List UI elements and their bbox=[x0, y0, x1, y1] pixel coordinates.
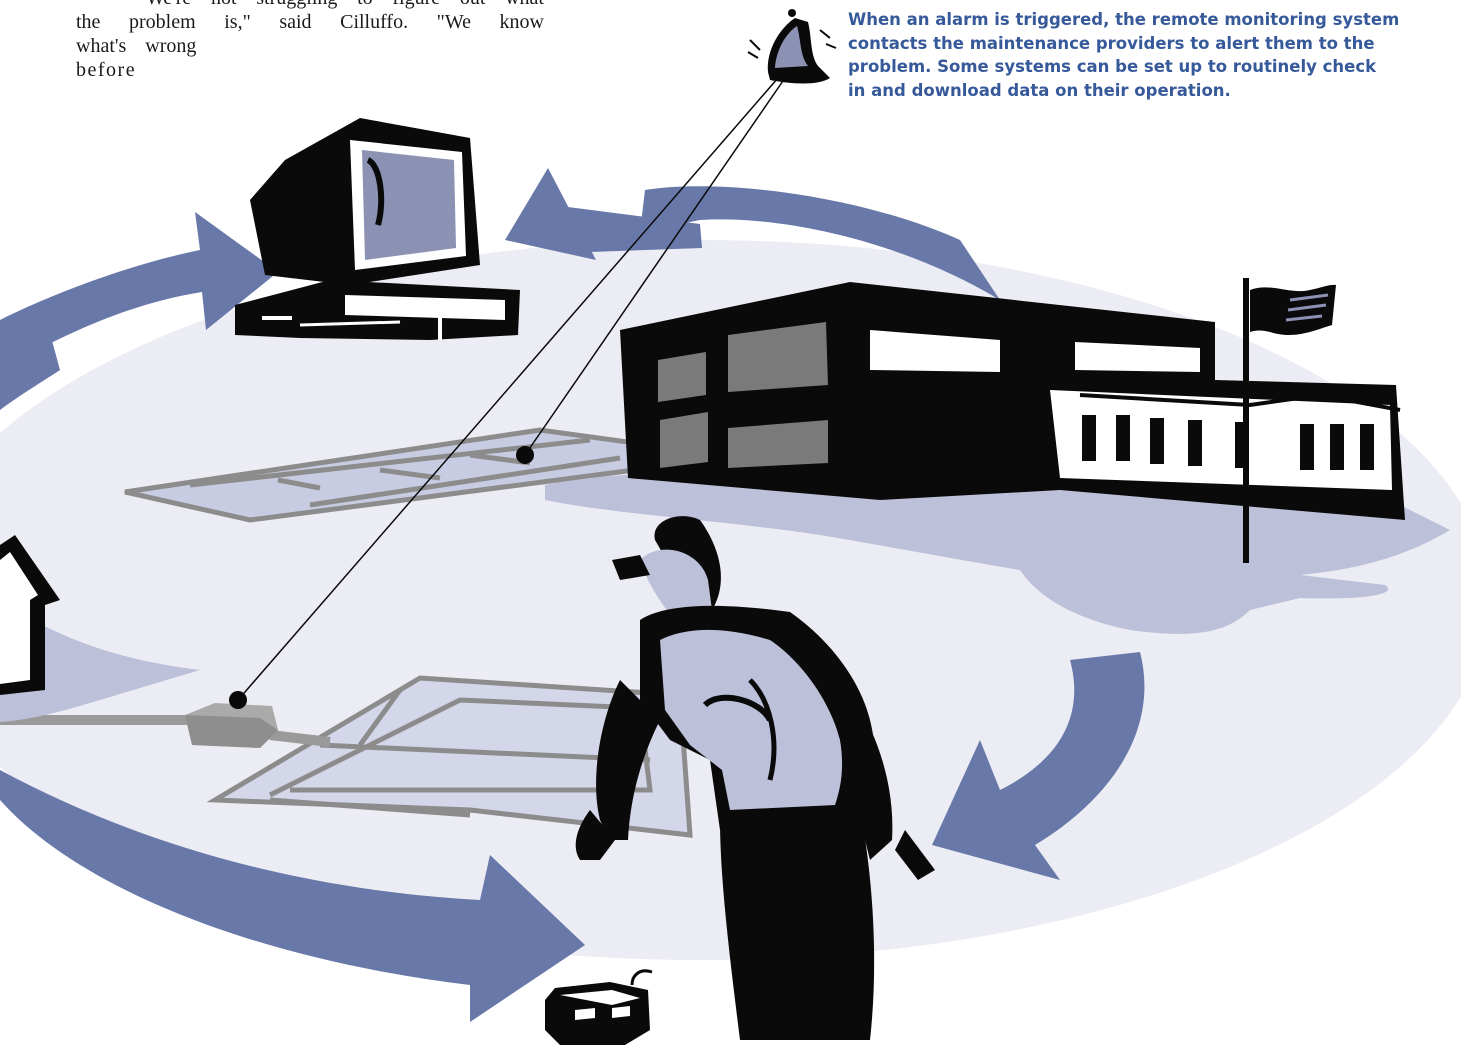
caption-line: contacts the maintenance providers to al… bbox=[848, 32, 1448, 56]
body-text-line: the problem is," said Cilluffo. "We know bbox=[76, 10, 544, 34]
body-text-line: what's wrong bbox=[76, 34, 544, 58]
body-text-line: before bbox=[76, 58, 544, 82]
diagram-caption: When an alarm is triggered, the remote m… bbox=[848, 8, 1448, 102]
computer-icon bbox=[235, 118, 520, 340]
caption-line: in and download data on their operation. bbox=[848, 79, 1448, 103]
telephone-icon bbox=[545, 971, 652, 1045]
alarm-point-controller bbox=[229, 691, 247, 709]
body-text-line: We're not struggling to figure out what bbox=[76, 0, 544, 10]
sprinkler-controller-box bbox=[185, 703, 278, 748]
caption-line: When an alarm is triggered, the remote m… bbox=[848, 8, 1448, 32]
alarm-bell-icon bbox=[748, 9, 836, 84]
article-body-text: We're not struggling to figure out what … bbox=[76, 0, 544, 82]
caption-line: problem. Some systems can be set up to r… bbox=[848, 55, 1448, 79]
alarm-point-school bbox=[516, 446, 534, 464]
